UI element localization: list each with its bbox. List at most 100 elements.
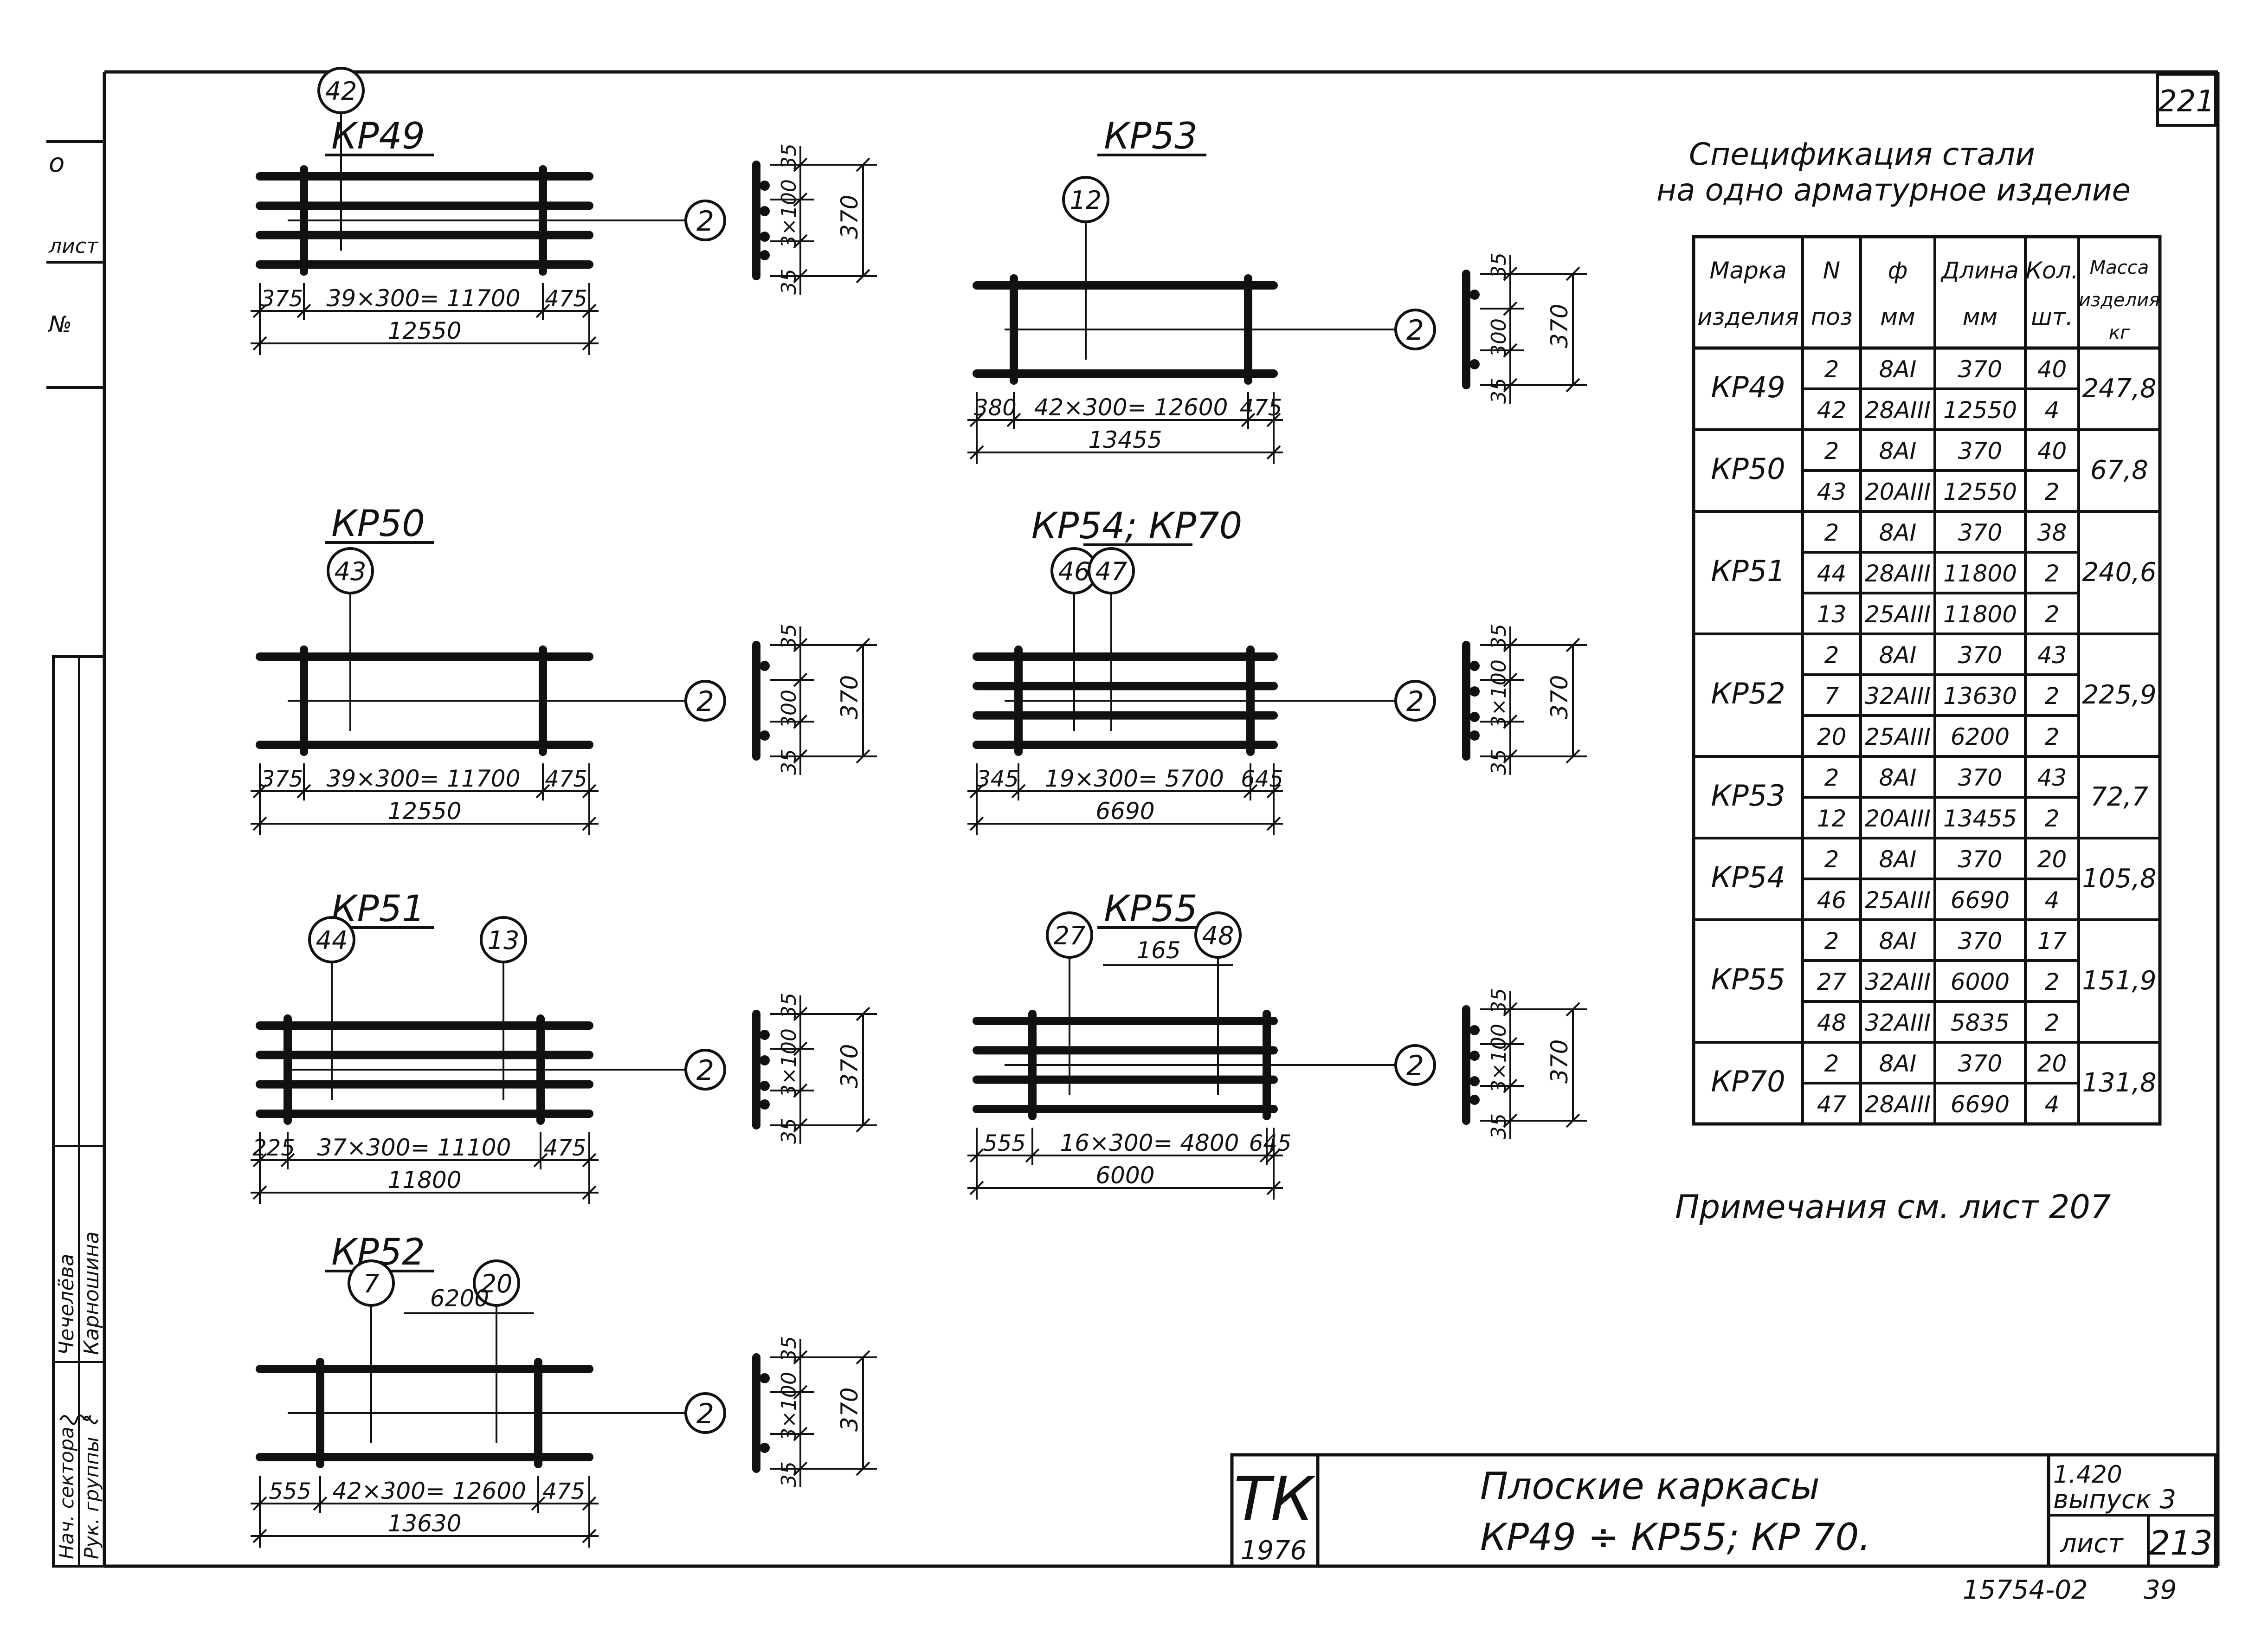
spec-cell: 20 (2037, 1050, 2067, 1077)
spec-mark: КР53 (1711, 779, 1785, 813)
section-dim-mid: 3×100 (777, 179, 801, 248)
section-dim-top: 35 (1487, 252, 1511, 278)
spec-cell: 7 (1824, 683, 1839, 710)
bar-callout-text: 47 (1095, 557, 1128, 586)
left-strip-name-1: Карношина (80, 1232, 103, 1355)
section-dim-top: 35 (777, 993, 801, 1019)
bar-callout (327, 547, 374, 594)
dimension-total: 11800 (387, 1167, 461, 1194)
section-dim-top: 35 (777, 1336, 801, 1362)
dimension-left: 225 (252, 1135, 295, 1161)
dimension-total: 6000 (1095, 1162, 1154, 1189)
dimension-total: 13455 (1088, 426, 1162, 453)
dimension-span: 16×300= 4800 (1060, 1130, 1239, 1156)
left-strip-label-1: лист (48, 234, 99, 258)
section-bar-dot (1469, 1051, 1480, 1061)
spec-header: мм (1963, 303, 1997, 330)
section-dim-mid: 3×100 (1487, 1024, 1511, 1093)
section-dim-top: 35 (777, 143, 801, 169)
dimension-left: 375 (261, 286, 303, 312)
spec-cell: 6000 (1951, 968, 2010, 995)
spec-cell: 20АIII (1865, 805, 1931, 832)
dimension-total: 12550 (387, 798, 461, 825)
section-bar-dot (760, 181, 770, 191)
left-strip: о лист № Нач. сектора Рук. группы Чечелё… (46, 140, 106, 1568)
spec-cell: 44 (1817, 560, 1847, 587)
spec-mass: 105,8 (2082, 864, 2156, 894)
spec-cell: 2 (1824, 519, 1839, 546)
bar-callout-text: 42 (325, 77, 357, 106)
spec-cell: 17 (2037, 928, 2067, 955)
spec-cell: 8АI (1879, 356, 1917, 383)
spec-cell: 2 (2045, 478, 2060, 505)
bar-callout-text: 12 (1070, 186, 1102, 215)
frame-title: КР53 (1104, 116, 1198, 157)
spec-cell: 370 (1958, 928, 2002, 955)
section-bar-dot (1469, 686, 1480, 697)
dimension-total: 6690 (1095, 798, 1154, 825)
position-callout (684, 1049, 726, 1091)
title-sheet-label: лист (2060, 1529, 2124, 1559)
spec-cell: 2 (2045, 723, 2060, 750)
dimension-left: 345 (976, 766, 1019, 792)
section-bar-dot (760, 206, 770, 216)
spec-cell: 40 (2037, 438, 2067, 465)
bar-callout (473, 1259, 520, 1307)
position-callout-text: 2 (696, 685, 714, 718)
spec-cell: 370 (1958, 438, 2002, 465)
bar-callout-text: 44 (316, 926, 348, 955)
spec-cell: 2 (1824, 1050, 1839, 1077)
spec-header: Марка (1709, 257, 1786, 284)
section-dim-mid: 3×100 (1487, 659, 1511, 729)
spec-mass: 67,8 (2090, 455, 2148, 485)
spec-cell: 47 (1817, 1091, 1847, 1118)
spec-mark: КР70 (1711, 1065, 1785, 1098)
spec-header: шт. (2031, 303, 2073, 330)
section-bar-dot (1469, 661, 1480, 671)
section-bar-dot (1469, 1095, 1480, 1105)
notes-text: Примечания см. лист 207 (1675, 1188, 2111, 1226)
spec-cell: 6200 (1951, 723, 2010, 750)
spec-cell: 12 (1817, 805, 1847, 832)
dimension-left: 555 (983, 1130, 1026, 1156)
section-bar-dot (1469, 290, 1480, 300)
frame-title: КР49 (331, 116, 425, 157)
spec-cell: 8АI (1879, 642, 1917, 669)
spec-cell: 8АI (1879, 846, 1917, 873)
spec-mark: КР50 (1711, 452, 1785, 486)
title-sheet-no: 213 (2149, 1523, 2212, 1562)
position-callout (1394, 1044, 1436, 1086)
bar-callout-text: 13 (488, 926, 520, 955)
section-dim-mid: 300 (1487, 318, 1511, 357)
section-bar-dot (1469, 1025, 1480, 1035)
spec-cell: 8АI (1879, 928, 1917, 955)
spec-cell: 13630 (1943, 683, 2017, 710)
spec-header: мм (1880, 303, 1915, 330)
spec-title-line1: Спецификация стали (1689, 136, 2035, 172)
spec-cell: 43 (2037, 642, 2067, 669)
spec-cell: 8АI (1879, 1050, 1917, 1077)
spec-cell: 42 (1817, 397, 1847, 424)
spec-header: Кол. (2026, 257, 2079, 284)
section-dim-top: 35 (1487, 624, 1511, 650)
spec-cell: 2 (2045, 601, 2060, 628)
spec-header: N (1823, 257, 1840, 284)
spec-cell: 32АIII (1865, 968, 1931, 995)
section-dim-bottom: 35 (1487, 1113, 1511, 1139)
dimension-right: 475 (544, 1135, 586, 1161)
spec-header: поз (1811, 303, 1853, 330)
corner-number: 221 (2158, 84, 2215, 119)
dimension-total: 12550 (387, 317, 461, 344)
title-line2: КР49 ÷ КР55; КР 70. (1480, 1516, 1871, 1559)
left-strip-label-2: № (47, 311, 72, 337)
section-bar-dot (760, 1443, 770, 1453)
position-callout-text: 2 (696, 1054, 714, 1087)
extra-dimension: 6200 (430, 1285, 489, 1312)
section-dim-bottom: 35 (1487, 378, 1511, 404)
dimension-right: 475 (1240, 395, 1282, 421)
